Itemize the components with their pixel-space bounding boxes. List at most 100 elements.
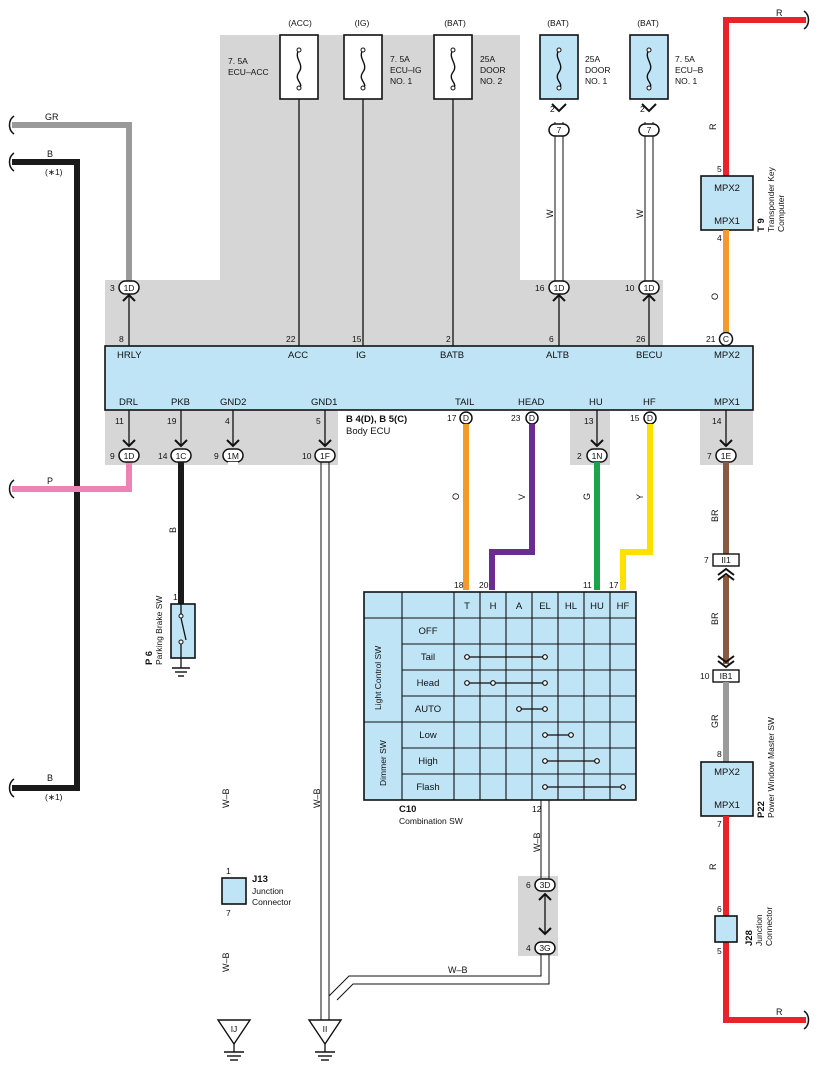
pin-num: 1 xyxy=(173,592,178,602)
pin-num: 26 xyxy=(636,334,646,344)
component-code: J28 xyxy=(744,930,755,946)
conn-label: 1D xyxy=(124,451,135,461)
wire-p: P xyxy=(8,462,132,499)
pin-num: 11 xyxy=(115,416,124,426)
fuse-source: (BAT) xyxy=(444,18,466,28)
pin-hrly: 1D 3 xyxy=(110,280,140,346)
conn-label: 1F xyxy=(320,451,330,461)
conn-ii1: II1 7 xyxy=(704,553,740,581)
wire-label: O xyxy=(451,493,461,500)
fuse-pin: 2 xyxy=(550,104,555,114)
wire-gr-left: GR xyxy=(8,112,132,282)
c10-code: C10 xyxy=(399,804,416,815)
row-label: High xyxy=(418,756,438,767)
component-code: P22 xyxy=(756,801,767,818)
conn-num: 6 xyxy=(526,880,531,890)
fuse-source: (BAT) xyxy=(637,18,659,28)
pin-num: 15 xyxy=(352,334,362,344)
wire-label: BR xyxy=(710,612,720,625)
conn-label: 1D xyxy=(554,283,565,293)
row-label: Flash xyxy=(416,782,439,793)
conn-label: 3G xyxy=(539,943,550,953)
conn-ib1: IB1 10 xyxy=(700,655,740,683)
component-name: Junction xyxy=(252,886,284,896)
pin-num: 14 xyxy=(712,416,722,426)
pin-num: 19 xyxy=(167,416,177,426)
conn-label: D xyxy=(463,413,469,423)
group-label: Light Control SW xyxy=(373,646,383,710)
wire-v-head: V xyxy=(489,424,535,590)
pin-becu: 1D 10 xyxy=(625,280,660,346)
pin-label: GND2 xyxy=(220,397,246,408)
fuse-name: DOOR xyxy=(585,65,611,75)
pin-label: DRL xyxy=(119,397,138,408)
fuse-source: (BAT) xyxy=(547,18,569,28)
wire-wb-gnd1: W–B xyxy=(312,462,330,1020)
conn-num: 16 xyxy=(535,283,545,293)
top-pin-shade xyxy=(105,280,663,346)
body-ecu-name: Body ECU xyxy=(346,426,390,437)
fuse-pin: 2 xyxy=(640,104,645,114)
wire-label: GR xyxy=(710,714,720,728)
pin-label: ALTB xyxy=(546,350,569,361)
component-name: Parking Brake SW xyxy=(154,596,164,665)
wire-label: W–B xyxy=(221,788,231,808)
row-label: Head xyxy=(417,678,440,689)
wire-label: B xyxy=(168,527,178,533)
bottom-left-shade xyxy=(105,410,338,465)
wire-o-mpx2: O xyxy=(710,230,729,332)
row-label: Tail xyxy=(421,652,435,663)
row-label: OFF xyxy=(419,626,438,637)
pin-num: 21 xyxy=(706,334,716,344)
wire-label: R xyxy=(776,8,783,18)
fuse-source: (IG) xyxy=(355,18,370,28)
c10-name: Combination SW xyxy=(399,816,463,826)
wire-w-ecub: W xyxy=(635,122,654,282)
pin-label: HU xyxy=(589,397,603,408)
component-code: P 6 xyxy=(144,651,155,665)
wire-label: GR xyxy=(45,112,59,122)
wire-label: W xyxy=(545,209,555,218)
col-header: HU xyxy=(590,601,604,612)
conn-num: 9 xyxy=(110,451,115,461)
pin-label: MPX1 xyxy=(714,800,740,811)
wire-label: W–B xyxy=(532,832,542,852)
pin-label: ACC xyxy=(288,350,308,361)
pin-num: 17 xyxy=(609,580,619,590)
pin-num: 17 xyxy=(447,413,457,423)
wire-wb-join: W–B xyxy=(328,954,550,1001)
j13-junction-connector: 1 7 J13 Junction Connector xyxy=(221,866,291,918)
wire-label: V xyxy=(517,494,527,500)
pin-label: BATB xyxy=(440,350,464,361)
pin-label: MPX2 xyxy=(714,350,740,361)
fuse-amp: 7. 5A xyxy=(675,54,695,64)
wire-gr-right: GR xyxy=(710,682,729,762)
component-code: T 9 xyxy=(756,218,767,232)
conn-num: 10 xyxy=(302,451,312,461)
conn-label: 1E xyxy=(721,451,732,461)
fuse-name2: NO. 1 xyxy=(390,76,412,86)
fuse-name: ECU–ACC xyxy=(228,67,269,77)
pin-num: 15 xyxy=(630,413,640,423)
conn-label: 7 xyxy=(557,125,562,135)
conn-num: 9 xyxy=(214,451,219,461)
wire-label: BR xyxy=(710,509,720,522)
wire-label: W–B xyxy=(448,965,468,975)
row-label: AUTO xyxy=(415,704,441,715)
fuse-name: DOOR xyxy=(480,65,506,75)
pin-altb: 1D 16 xyxy=(535,280,570,346)
wire-label: B xyxy=(47,149,53,159)
conn-label: 1D xyxy=(124,283,135,293)
wire-y-hf: Y xyxy=(620,424,653,590)
conn-num: 7 xyxy=(704,555,709,565)
conn-7-b: 7 xyxy=(638,103,660,137)
pin-label: BECU xyxy=(636,350,663,361)
wire-w-door: W xyxy=(545,122,564,282)
conn-label: 7 xyxy=(647,125,652,135)
pin-num: 20 xyxy=(479,580,489,590)
component-name: Connector xyxy=(764,907,774,946)
fuse-amp: 7. 5A xyxy=(228,56,248,66)
ground-ii: II xyxy=(307,1019,343,1061)
pin-label: HF xyxy=(643,397,656,408)
